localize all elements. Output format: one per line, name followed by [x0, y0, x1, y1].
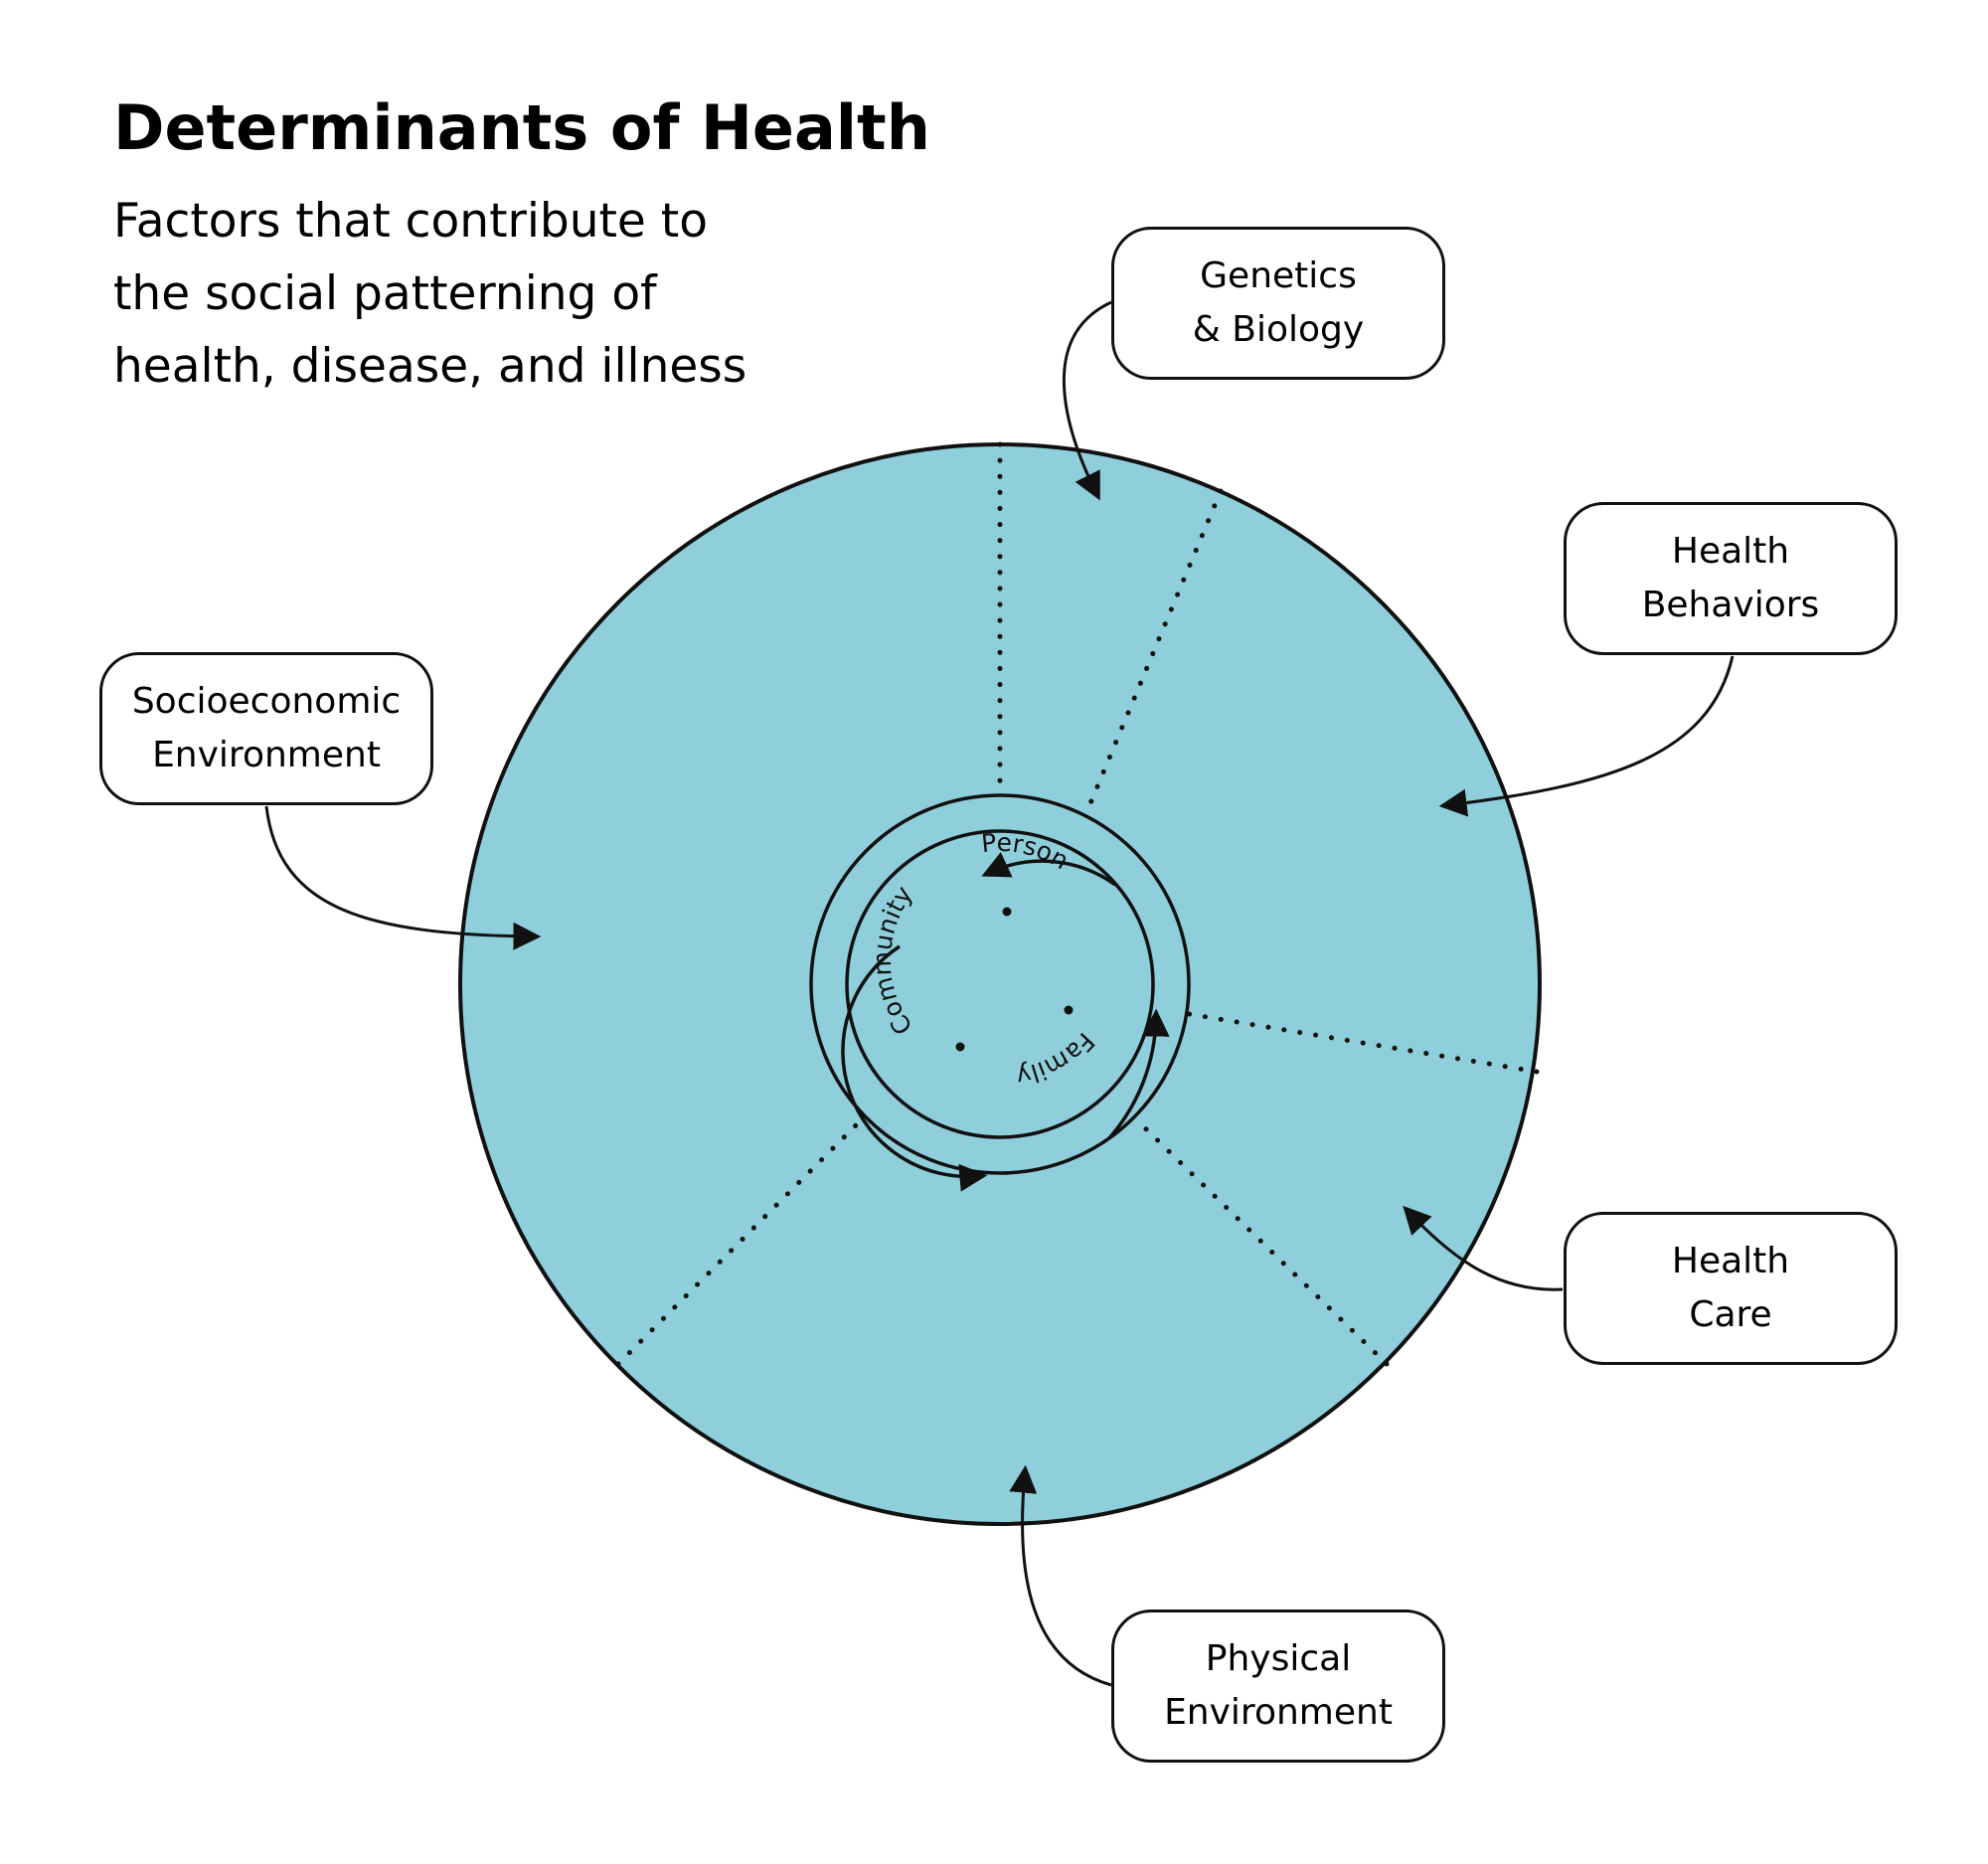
- dotted-separators: [615, 441, 1540, 1367]
- factor-box-behaviors: Health Behaviors: [1564, 502, 1898, 655]
- page-subtitle: Factors that contribute to the social pa…: [113, 185, 809, 403]
- separator-lower-right: [1132, 1115, 1390, 1367]
- cycle-arrow-right: [1106, 1008, 1170, 1141]
- inner-label-dots: [955, 907, 1074, 1052]
- cycle-arrows: [841, 852, 1170, 1192]
- page-title: Determinants of Health: [113, 91, 930, 164]
- connector-health-care: [1403, 1205, 1564, 1291]
- factor-health-care-line-1: Health: [1671, 1241, 1790, 1281]
- connector-socioeconomic: [264, 805, 542, 950]
- factor-box-health-care: Health Care: [1564, 1212, 1898, 1365]
- subtitle-line-3: health, disease, and illness: [113, 339, 747, 394]
- factor-physical-line-2: Environment: [1164, 1692, 1393, 1733]
- cycle-arrow-top: [981, 852, 1117, 887]
- connector-physical: [1009, 1464, 1112, 1687]
- factor-box-genetics: Genetics & Biology: [1111, 227, 1445, 380]
- factor-box-socioeconomic: Socioeconomic Environment: [99, 652, 433, 805]
- dot-person-family: [1064, 1005, 1074, 1015]
- factor-physical-line-1: Physical: [1205, 1638, 1352, 1679]
- center-rings: [809, 793, 1191, 1175]
- cycle-arrow-left: [841, 944, 988, 1192]
- factor-behaviors-line-2: Behaviors: [1641, 585, 1820, 625]
- factor-genetics-line-2: & Biology: [1192, 309, 1365, 350]
- connector-behaviors: [1438, 655, 1735, 817]
- separator-right: [1186, 1011, 1540, 1075]
- factor-health-care-line-2: Care: [1689, 1294, 1772, 1335]
- separator-top-right: [1082, 488, 1224, 818]
- dot-family-community: [955, 1042, 965, 1052]
- dot-community-person: [1002, 907, 1012, 917]
- subtitle-line-2: the social patterning of: [113, 266, 657, 321]
- factor-genetics-line-1: Genetics: [1200, 255, 1357, 296]
- ring-middle: [845, 829, 1155, 1139]
- connector-genetics: [1062, 300, 1112, 501]
- factor-box-physical: Physical Environment: [1111, 1610, 1445, 1763]
- subtitle-line-1: Factors that contribute to: [113, 194, 708, 249]
- separator-lower-left: [615, 1115, 866, 1367]
- factor-socioeconomic-line-2: Environment: [152, 735, 381, 775]
- factor-socioeconomic-line-1: Socioeconomic: [131, 681, 402, 722]
- ring-outer: [809, 793, 1191, 1175]
- factor-behaviors-line-1: Health: [1671, 531, 1790, 572]
- connectors: [264, 300, 1735, 1687]
